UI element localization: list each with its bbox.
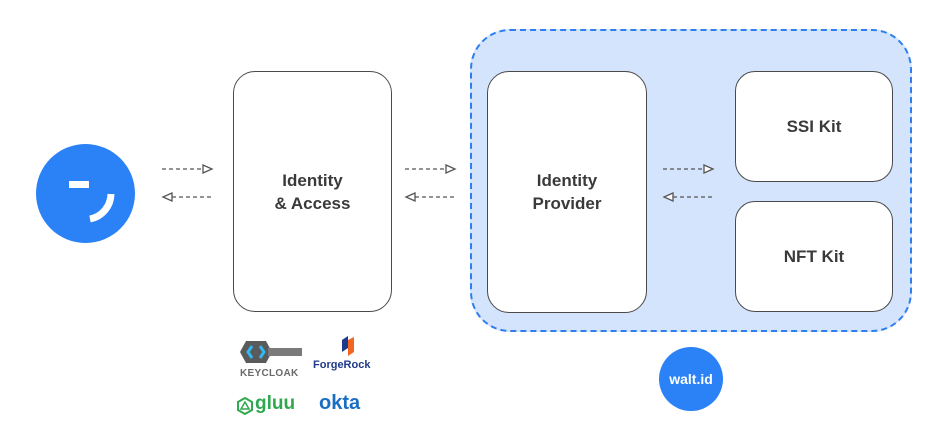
- gluu-label: gluu: [255, 393, 296, 414]
- keycloak-logo: KEYCLOAK: [238, 338, 304, 384]
- arrowhead-left-icon: [161, 191, 173, 203]
- identity-access-label-line2: & Access: [274, 193, 351, 213]
- bidirectional-arrow-idp-kits: [662, 163, 715, 203]
- forgerock-label: ForgeRock: [313, 359, 371, 371]
- arrowhead-right-icon: [703, 163, 715, 175]
- keycloak-label: KEYCLOAK: [240, 368, 299, 379]
- user-avatar: [36, 144, 135, 243]
- walt-id-badge: walt.id: [659, 347, 723, 411]
- forgerock-logo: ForgeRock: [312, 336, 384, 376]
- forgerock-mark-icon: [342, 336, 354, 356]
- walt-id-badge-label: walt.id: [669, 371, 713, 387]
- identity-provider-label-line2: Provider: [532, 194, 602, 213]
- ssi-kit-label: SSI Kit: [786, 117, 842, 136]
- winking-face-icon: [69, 181, 115, 223]
- bidirectional-arrow-iam-idp: [404, 163, 457, 203]
- nft-kit-label: NFT Kit: [783, 247, 845, 266]
- nft-kit-box: NFT Kit: [735, 201, 893, 312]
- arrowhead-left-icon: [662, 191, 674, 203]
- gluu-logo: gluu: [236, 393, 306, 419]
- arrowhead-left-icon: [404, 191, 416, 203]
- gluu-icosahedron-icon: [237, 397, 253, 415]
- ssi-kit-box: SSI Kit: [735, 71, 893, 182]
- identity-access-label-line1: Identity: [282, 170, 343, 190]
- arrowhead-right-icon: [445, 163, 457, 175]
- arrowhead-right-icon: [202, 163, 214, 175]
- keycloak-key-icon: [240, 341, 302, 363]
- identity-access-box: Identity & Access: [233, 71, 392, 312]
- okta-logo: okta: [319, 392, 361, 414]
- bidirectional-arrow-user-iam: [161, 163, 214, 203]
- identity-provider-label-line1: Identity: [536, 171, 598, 190]
- identity-provider-box: Identity Provider: [487, 71, 647, 313]
